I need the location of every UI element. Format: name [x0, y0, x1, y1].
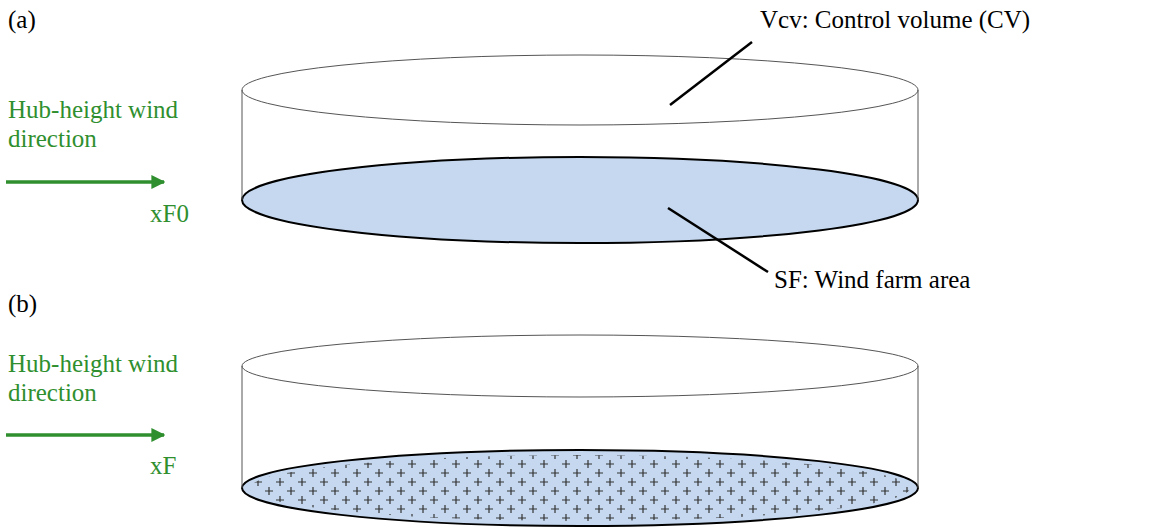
callout-label: SF: Wind farm area [774, 266, 970, 295]
leader-line [670, 42, 752, 105]
callout-label: Vcv: Control volume (CV) [760, 6, 1030, 35]
control-volume-cylinder [242, 55, 918, 243]
axis-label: xF0 [150, 200, 189, 229]
axis-label: xF [150, 452, 176, 481]
wind-arrow [6, 180, 164, 184]
wind-farm-cylinder [242, 335, 918, 526]
wind-direction-label: Hub-height wind direction [8, 96, 198, 154]
leader-line [668, 208, 768, 272]
panel-label: (a) [8, 6, 36, 35]
wind-direction-label: Hub-height wind direction [8, 350, 198, 408]
wind-arrow [6, 433, 164, 437]
panel-label: (b) [8, 290, 37, 319]
